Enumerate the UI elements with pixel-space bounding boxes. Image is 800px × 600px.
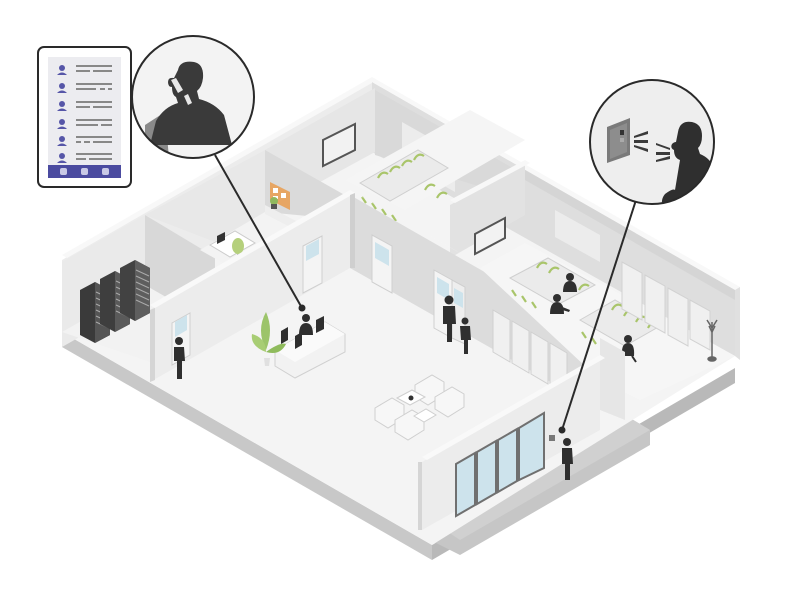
person-icon xyxy=(174,337,185,379)
contact-row[interactable] xyxy=(57,136,112,146)
chairs xyxy=(361,153,448,222)
intercom-icon[interactable] xyxy=(549,435,555,441)
receptionist-silhouette xyxy=(299,314,313,335)
intercom-panel-icon xyxy=(607,118,630,163)
person-icon xyxy=(443,295,456,342)
phone-icon xyxy=(171,78,183,93)
coffee-table xyxy=(413,408,437,423)
whiteboard xyxy=(555,210,600,262)
callout-lines xyxy=(214,154,637,434)
phone-call-callout xyxy=(131,35,255,159)
laptop-icon xyxy=(217,232,225,244)
glass-entrance-doors[interactable] xyxy=(455,411,545,518)
contact-list xyxy=(57,65,112,163)
person-icon xyxy=(59,136,65,142)
lounge-seating xyxy=(374,374,465,441)
potted-plant-icon xyxy=(251,312,286,366)
app-button-1[interactable] xyxy=(60,168,67,175)
conference-table xyxy=(359,149,449,202)
person-icon xyxy=(460,317,471,354)
person-icon xyxy=(59,119,65,125)
person-icon xyxy=(59,83,65,89)
wall-screen-icon xyxy=(322,122,356,168)
contact-row[interactable] xyxy=(57,153,112,163)
frosted-windows xyxy=(621,261,711,351)
directory-app-callout xyxy=(37,46,132,188)
potted-plant-icon xyxy=(270,197,278,209)
server-rack-icon xyxy=(120,260,150,321)
visitor-silhouette xyxy=(562,438,573,480)
person-icon xyxy=(563,273,577,292)
app-button-2[interactable] xyxy=(81,168,88,175)
people-open-area xyxy=(174,295,471,379)
door-meeting-room-1[interactable] xyxy=(371,234,393,294)
contact-row[interactable] xyxy=(57,83,112,93)
wall-screen-icon xyxy=(474,216,506,256)
door-office[interactable] xyxy=(302,235,323,294)
private-office xyxy=(145,150,295,268)
monitor-icon xyxy=(281,316,324,349)
app-button-3[interactable] xyxy=(102,168,109,175)
meeting-room-2 xyxy=(474,170,735,400)
right-exterior-wall xyxy=(600,287,740,420)
coat-rack-icon xyxy=(706,319,718,362)
contact-row[interactable] xyxy=(57,101,112,111)
sound-waves-icon xyxy=(634,131,670,162)
intercom-callout xyxy=(589,79,715,205)
contact-row[interactable] xyxy=(57,65,112,75)
contact-row[interactable] xyxy=(57,119,112,129)
conference-table xyxy=(508,257,597,306)
person-icon xyxy=(59,101,65,107)
person-icon xyxy=(550,294,570,314)
person-icon xyxy=(59,153,65,159)
person-icon xyxy=(59,65,65,71)
reception-desk xyxy=(274,314,346,379)
